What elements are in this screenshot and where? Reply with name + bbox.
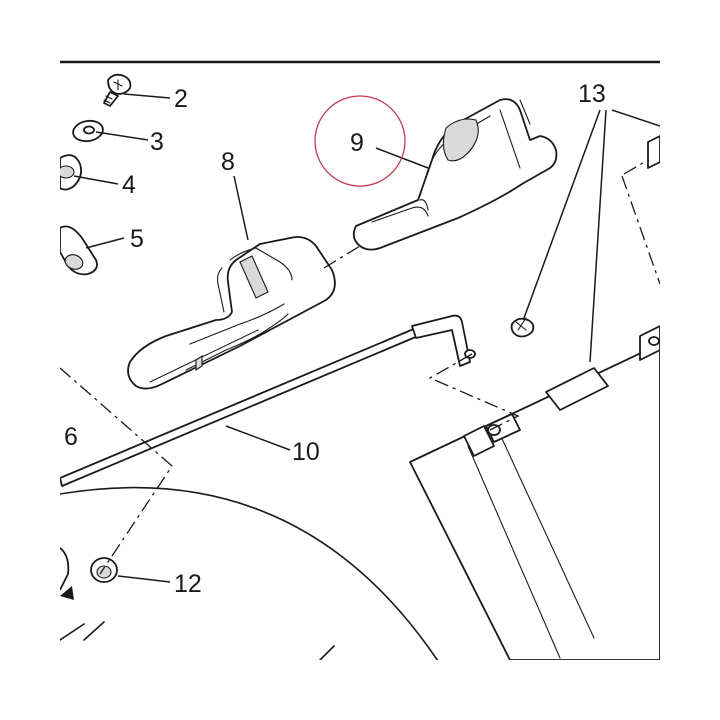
part-12-cap (60, 547, 118, 600)
part-4-grommet (60, 154, 83, 191)
callout-8: 8 (221, 148, 235, 176)
callout-13: 13 (578, 80, 606, 108)
highlight-circle (314, 95, 406, 187)
base-arc (60, 486, 439, 660)
part-2-screw (103, 73, 132, 107)
part-13-panel (409, 135, 660, 660)
callout-9: 9 (350, 129, 364, 157)
centerline-6 (60, 367, 173, 575)
callout-6: 6 (64, 423, 78, 451)
part-8-handle-cover (127, 236, 336, 390)
centerline-13 (621, 175, 660, 285)
callout-12: 12 (174, 570, 202, 598)
callout-5: 5 (130, 225, 144, 253)
part-3-washer (72, 119, 104, 143)
part-9-hinge-block (352, 98, 558, 251)
callout-3: 3 (150, 128, 164, 156)
part-5-bracket (60, 225, 98, 276)
part-screw-small (510, 317, 535, 338)
callout-10: 10 (292, 438, 320, 466)
centerline-13-top (623, 159, 649, 175)
callout-2: 2 (174, 85, 188, 113)
callout-4: 4 (122, 171, 136, 199)
centerline-8-9 (323, 245, 361, 269)
